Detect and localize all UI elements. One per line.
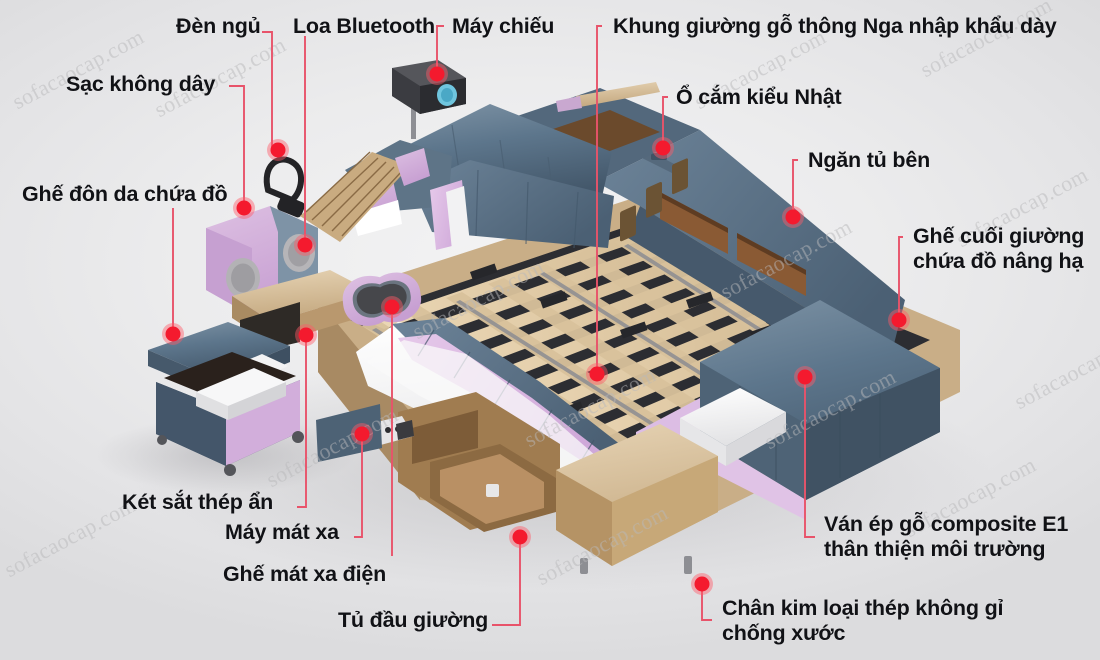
- callout-label-sac-khong-day: Sạc không dây: [66, 72, 216, 96]
- callout-label-ghe-cuoi-giuong-chua-do: Ghế cuối giường chứa đồ nâng hạ: [913, 224, 1085, 273]
- callout-label-ket-sat-thep-an: Két sắt thép ẩn: [122, 490, 274, 514]
- callout-label-den-ngu: Đèn ngủ: [176, 14, 261, 38]
- callout-label-ghe-don-da-chua-do: Ghế đôn da chứa đồ: [22, 182, 228, 206]
- callout-label-ngan-tu-ben: Ngăn tủ bên: [808, 148, 931, 172]
- callout-label-tu-dau-giuong: Tủ đầu giường: [338, 608, 489, 632]
- callout-label-o-cam-kieu-nhat: Ổ cắm kiểu Nhật: [676, 85, 842, 109]
- callout-label-khung-giuong-go-thong-nga: Khung giường gỗ thông Nga nhập khẩu dày: [613, 14, 1057, 38]
- callout-label-may-chieu: Máy chiếu: [452, 14, 555, 38]
- callout-label-chan-kim-loai-thep-khong-gi: Chân kim loại thép không gỉ chống xước: [722, 596, 1004, 645]
- callout-label-van-ep-go-composite-e1: Ván ép gỗ composite E1 thân thiện môi tr…: [824, 512, 1069, 561]
- callout-label-ghe-mat-xa-dien: Ghế mát xa điện: [223, 562, 387, 586]
- callout-label-may-mat-xa: Máy mát xa: [225, 520, 339, 544]
- callout-label-loa-bluetooth: Loa Bluetooth: [293, 14, 435, 38]
